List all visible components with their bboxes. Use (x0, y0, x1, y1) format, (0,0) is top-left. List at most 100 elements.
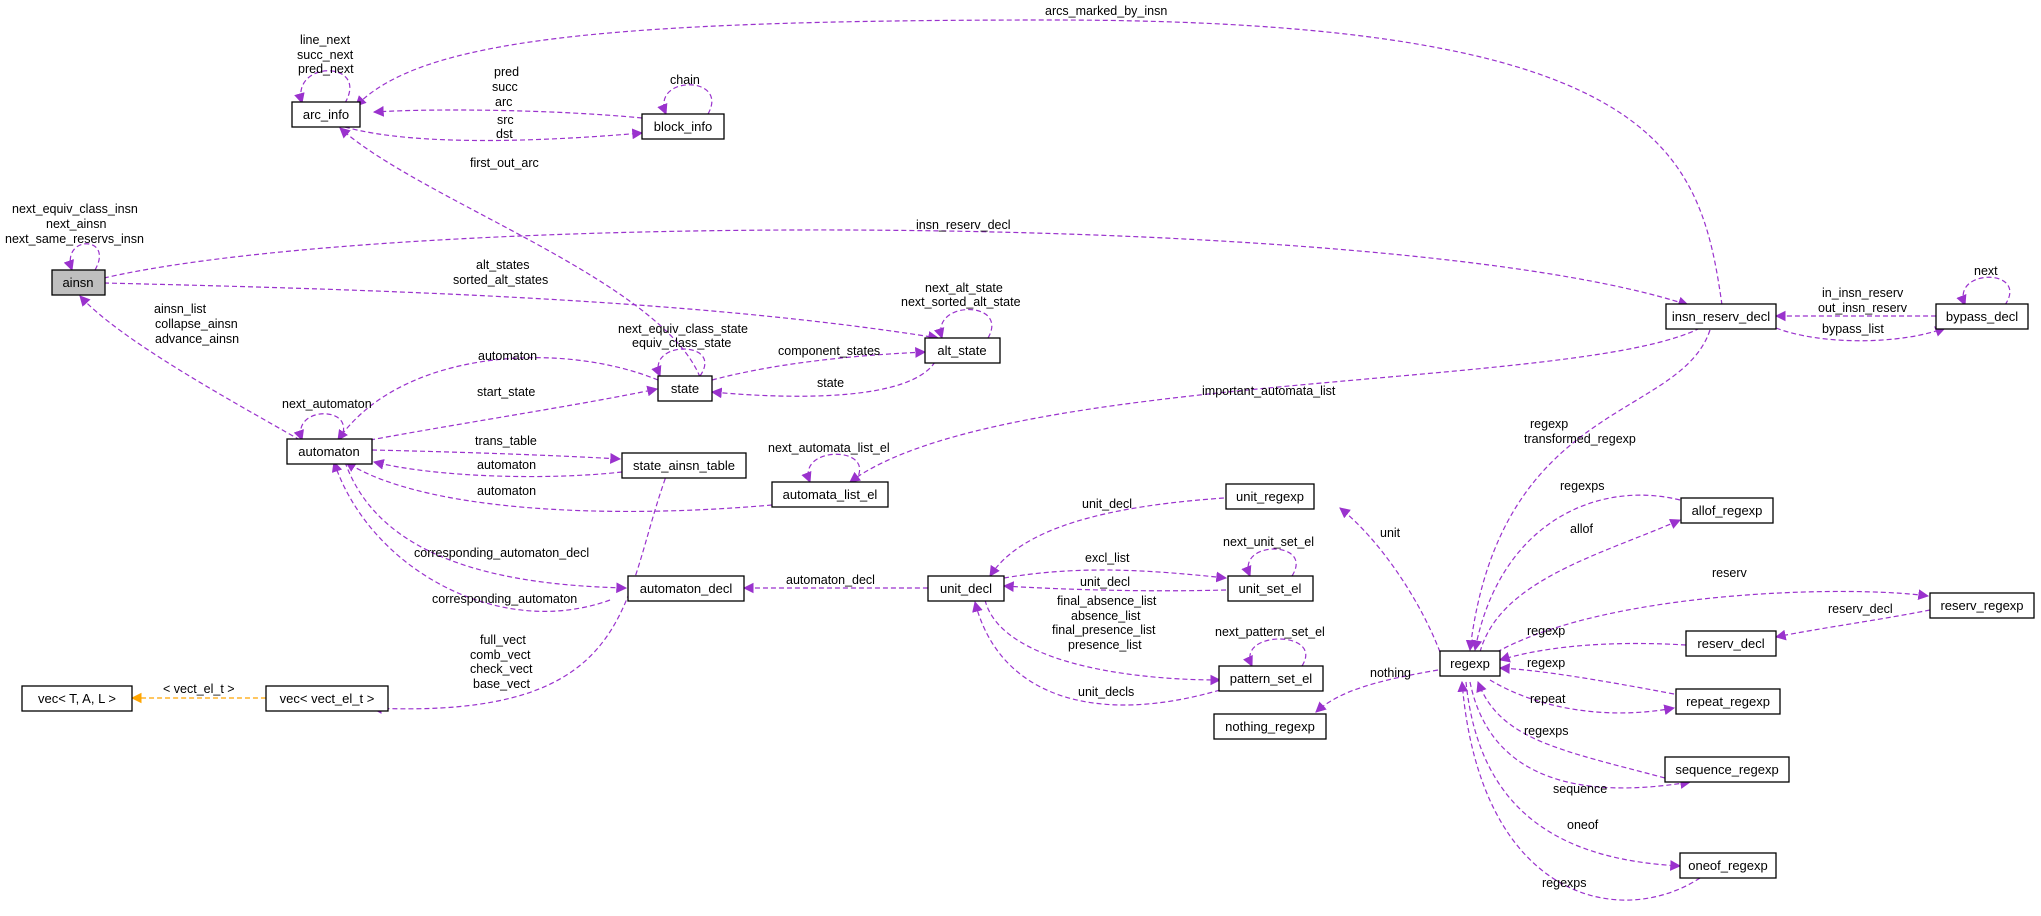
edge-sequence-regexps (1476, 680, 1666, 779)
node-vec-vect-el-t[interactable]: vec< vect_el_t > (265, 685, 389, 712)
label-arcs-marked-by-insn: arcs_marked_by_insn (1045, 4, 1167, 18)
edge-unit-decls (972, 600, 1221, 706)
svg-text:state_ainsn_table: state_ainsn_table (633, 458, 735, 473)
edge-start-state (369, 385, 659, 441)
svg-text:unit_set_el: unit_set_el (1239, 581, 1302, 596)
node-allof-regexp[interactable]: allof_regexp (1680, 497, 1774, 524)
label-alt-state-state: state (817, 376, 844, 390)
label-nothing: nothing (1370, 666, 1411, 680)
label-important-automata-list: important_automata_list (1202, 384, 1336, 398)
node-alt-state[interactable]: alt_state (924, 337, 1001, 364)
label-trans-table: trans_table (475, 434, 537, 448)
svg-text:allof_regexp: allof_regexp (1692, 503, 1763, 518)
node-unit-decl[interactable]: unit_decl (927, 575, 1005, 602)
node-nothing-regexp[interactable]: nothing_regexp (1213, 713, 1327, 740)
node-sequence-regexp[interactable]: sequence_regexp (1664, 756, 1790, 783)
label-arc: arc (495, 95, 512, 109)
label-excl-list: excl_list (1085, 551, 1130, 565)
label-equiv-class-state: equiv_class_state (632, 336, 731, 350)
node-regexp[interactable]: regexp (1439, 650, 1501, 677)
edge-alt-state-self-loop (933, 309, 993, 340)
label-comb-vect: comb_vect (470, 648, 531, 662)
edge-arcs-marked-by-insn (355, 19, 1723, 306)
edge-allof-regexps (1471, 494, 1681, 652)
svg-text:state: state (671, 381, 699, 396)
label-unit-set-el-unit-decl: unit_decl (1080, 575, 1130, 589)
label-next-ainsn: next_ainsn (46, 217, 107, 231)
node-automata-list-el[interactable]: automata_list_el (771, 481, 889, 508)
edge-repeat (1489, 679, 1676, 716)
label-next-alt-state: next_alt_state (925, 281, 1003, 295)
node-automaton-decl[interactable]: automaton_decl (627, 575, 745, 602)
node-repeat-regexp[interactable]: repeat_regexp (1675, 688, 1781, 715)
label-next-equiv-class-state: next_equiv_class_state (618, 322, 748, 336)
label-regexps-allof: regexps (1560, 479, 1604, 493)
node-vec-t-a-l[interactable]: vec< T, A, L > (21, 685, 133, 712)
node-reserv-regexp[interactable]: reserv_regexp (1929, 592, 2035, 619)
svg-text:automaton_decl: automaton_decl (640, 581, 733, 596)
edge-excl-list (1003, 569, 1228, 583)
svg-text:sequence_regexp: sequence_regexp (1675, 762, 1778, 777)
svg-text:alt_state: alt_state (937, 343, 986, 358)
label-next-automaton: next_automaton (282, 397, 372, 411)
svg-text:vec< T, A, L >: vec< T, A, L > (38, 691, 116, 706)
node-unit-set-el[interactable]: unit_set_el (1227, 575, 1314, 602)
edge-table-automaton (372, 459, 623, 478)
node-state-ainsn-table[interactable]: state_ainsn_table (621, 452, 747, 479)
label-reserv: reserv (1712, 566, 1747, 580)
svg-text:pattern_set_el: pattern_set_el (1230, 671, 1313, 686)
label-final-absence-list: final_absence_list (1057, 594, 1157, 608)
node-insn-reserv-decl[interactable]: insn_reserv_decl (1665, 303, 1777, 330)
node-pattern-set-el[interactable]: pattern_set_el (1218, 665, 1324, 692)
label-dst: dst (496, 127, 513, 141)
label-regexp: regexp (1530, 417, 1568, 431)
node-state[interactable]: state (657, 375, 713, 402)
label-collapse-ainsn: collapse_ainsn (155, 317, 238, 331)
edge-arc-info-self-loop (294, 70, 351, 105)
node-ainsn[interactable]: ainsn (51, 269, 106, 296)
edge-allof (1479, 518, 1681, 653)
label-next-unit-set-el: next_unit_set_el (1223, 535, 1314, 549)
label-out-insn-reserv: out_insn_reserv (1818, 301, 1908, 315)
label-repeat: repeat (1530, 692, 1566, 706)
node-block-info[interactable]: block_info (641, 113, 725, 140)
label-succ-next: succ_next (297, 48, 354, 62)
edge-repeat-regexp-regexp (1498, 663, 1675, 695)
edge-component-states (711, 347, 927, 381)
edge-oneof-regexps (1457, 680, 1701, 901)
edge-oneof (1465, 681, 1682, 871)
node-bypass-decl[interactable]: bypass_decl (1935, 303, 2029, 330)
label-start-state: start_state (477, 385, 535, 399)
edge-reserv-decl-regexp (1498, 642, 1687, 663)
label-base-vect: base_vect (473, 677, 531, 691)
node-oneof-regexp[interactable]: oneof_regexp (1679, 852, 1777, 879)
label-corresponding-automaton: corresponding_automaton (432, 592, 577, 606)
node-arc-info[interactable]: arc_info (291, 101, 361, 128)
edge-unit-regexp-unit-decl (989, 496, 1241, 577)
label-regexp-reserv: regexp (1527, 624, 1565, 638)
edge-state-automaton (337, 357, 659, 441)
svg-text:unit_regexp: unit_regexp (1236, 489, 1304, 504)
label-check-vect: check_vect (470, 662, 533, 676)
edge-unit (1339, 507, 1441, 653)
label-final-presence-list: final_presence_list (1052, 623, 1156, 637)
edge-block-info-chain (657, 84, 713, 115)
label-alt-states: alt_states (476, 258, 530, 272)
label-line-next: line_next (300, 33, 351, 47)
node-unit-regexp[interactable]: unit_regexp (1225, 483, 1315, 510)
node-automaton[interactable]: automaton (286, 438, 373, 465)
edge-ainsn-list (79, 295, 301, 441)
label-vect-el-t: < vect_el_t > (163, 682, 235, 696)
label-bypass-list: bypass_list (1822, 322, 1884, 336)
edge-ainsn-self-loop (63, 243, 101, 272)
label-component-states: component_states (778, 344, 880, 358)
label-next-sorted-alt-state: next_sorted_alt_state (901, 295, 1021, 309)
label-oneof: oneof (1567, 818, 1599, 832)
node-reserv-decl[interactable]: reserv_decl (1685, 630, 1777, 657)
label-state-automaton: automaton (478, 349, 537, 363)
label-regexp-repeat: regexp (1527, 656, 1565, 670)
label-first-out-arc: first_out_arc (470, 156, 539, 170)
svg-text:nothing_regexp: nothing_regexp (1225, 719, 1315, 734)
edge-reserv (1489, 589, 1930, 657)
label-regexps-oneof: regexps (1542, 876, 1586, 890)
